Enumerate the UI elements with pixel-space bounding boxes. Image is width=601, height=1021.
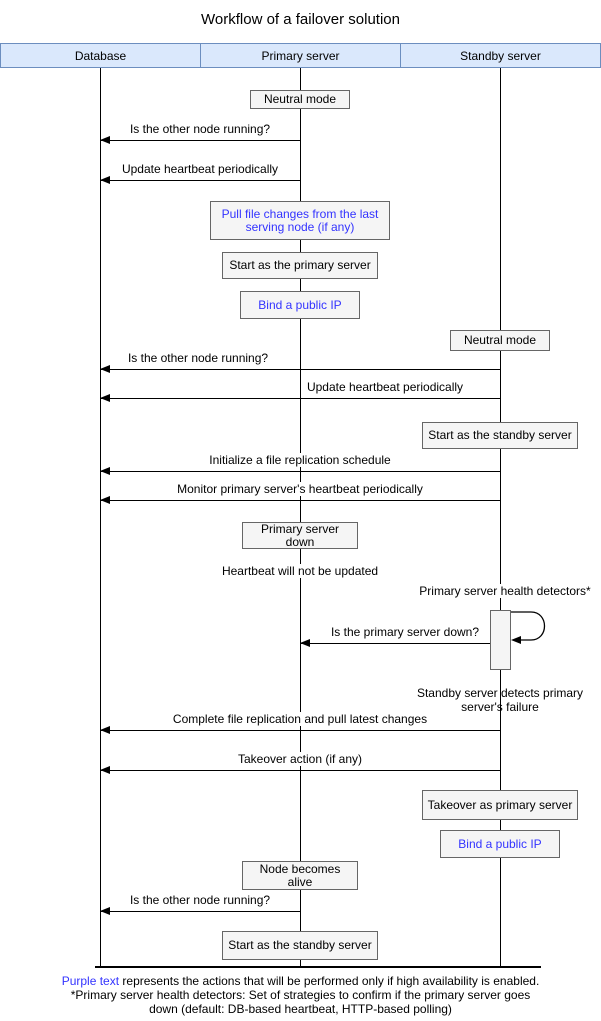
node-label: Start as the standby server: [228, 938, 372, 952]
lane-header-standby-server: Standby server: [400, 43, 601, 68]
node-label: Bind a public IP: [258, 297, 342, 312]
node-bind-public-ip-standby: Bind a public IP: [440, 830, 560, 858]
node-label: Start as the primary server: [229, 258, 371, 272]
activation-bar-standby: [490, 610, 511, 670]
arrowhead-icon: [100, 907, 110, 915]
message-label: Is the primary server down?: [328, 625, 482, 639]
arrowhead-icon: [300, 639, 310, 647]
message-arrow-initialize-replication: [100, 467, 500, 475]
message-label: Monitor primary server's heartbeat perio…: [175, 482, 425, 496]
arrowhead-icon: [100, 467, 110, 475]
self-loop-arrow-icon: [511, 611, 546, 644]
diagram-bottom-line: [95, 966, 541, 968]
message-arrow-update-heartbeat-1: [100, 176, 300, 184]
message-label: Is the other node running?: [127, 122, 273, 136]
footer-line-1: Purple text represents the actions that …: [0, 974, 601, 988]
arrowhead-icon: [100, 726, 110, 734]
diagram-title: Workflow of a failover solution: [201, 11, 400, 28]
arrowhead-icon: [100, 394, 110, 402]
arrowhead-icon: [100, 496, 110, 504]
node-label: Pull file changes from the last serving …: [221, 206, 379, 234]
note-heartbeat-not-updated: Heartbeat will not be updated: [219, 564, 381, 578]
arrowhead-icon: [100, 136, 110, 144]
node-start-as-standby-server-2: Start as the standby server: [222, 931, 378, 960]
arrowhead-icon: [100, 176, 110, 184]
note-primary-health-detectors: Primary server health detectors*: [417, 584, 593, 598]
node-start-as-standby-server-1: Start as the standby server: [422, 422, 578, 449]
message-arrow-update-heartbeat-2: [100, 394, 500, 402]
node-label: Neutral mode: [463, 333, 537, 347]
message-arrow-complete-replication: [100, 726, 500, 734]
node-neutral-mode-primary: Neutral mode: [250, 90, 350, 109]
lifeline-database: [100, 68, 101, 967]
node-takeover-as-primary: Takeover as primary server: [422, 790, 578, 820]
footer-highlight: Purple text: [61, 974, 120, 988]
node-label: Bind a public IP: [458, 836, 542, 851]
message-arrow-monitor-heartbeat: [100, 496, 500, 504]
node-bind-public-ip-primary: Bind a public IP: [240, 291, 360, 319]
lane-header-database: Database: [0, 43, 201, 68]
message-arrow-is-other-node-running-2: [100, 365, 500, 373]
node-node-becomes-alive: Node becomes alive: [242, 861, 358, 890]
node-neutral-mode-standby: Neutral mode: [450, 330, 550, 351]
message-label: Is the other node running?: [127, 893, 273, 907]
message-label: Complete file replication and pull lates…: [170, 712, 430, 726]
footer-text: represents the actions that will be perf…: [119, 974, 540, 988]
note-standby-detects-failure: Standby server detects primary server's …: [416, 686, 584, 714]
message-arrow-is-primary-down: [300, 639, 490, 647]
message-label: Is the other node running?: [125, 351, 271, 365]
lifeline-standby-server: [500, 68, 501, 967]
message-label: Takeover action (if any): [235, 752, 365, 766]
message-arrow-takeover-action: [100, 766, 500, 774]
message-arrow-is-other-node-running-1: [100, 136, 300, 144]
footer-line-2: *Primary server health detectors: Set of…: [70, 988, 531, 1002]
node-primary-server-down: Primary server down: [242, 522, 358, 549]
footer-line-3: down (default: DB-based heartbeat, HTTP-…: [149, 1002, 452, 1016]
node-label: Primary server down: [260, 521, 339, 549]
message-arrow-is-other-node-running-3: [100, 907, 300, 915]
message-label: Update heartbeat periodically: [119, 162, 281, 176]
node-start-as-primary-server: Start as the primary server: [222, 252, 378, 279]
message-label: Update heartbeat periodically: [304, 380, 466, 394]
lifeline-primary-server: [300, 68, 301, 967]
node-pull-file-changes: Pull file changes from the last serving …: [210, 201, 390, 240]
lane-header-primary-server: Primary server: [200, 43, 401, 68]
message-label: Initialize a file replication schedule: [207, 453, 393, 467]
arrowhead-icon: [100, 766, 110, 774]
node-label: Node becomes alive: [259, 861, 341, 889]
arrowhead-icon: [100, 365, 110, 373]
node-label: Takeover as primary server: [427, 797, 573, 812]
node-label: Neutral mode: [263, 92, 337, 106]
node-label: Start as the standby server: [428, 428, 572, 442]
